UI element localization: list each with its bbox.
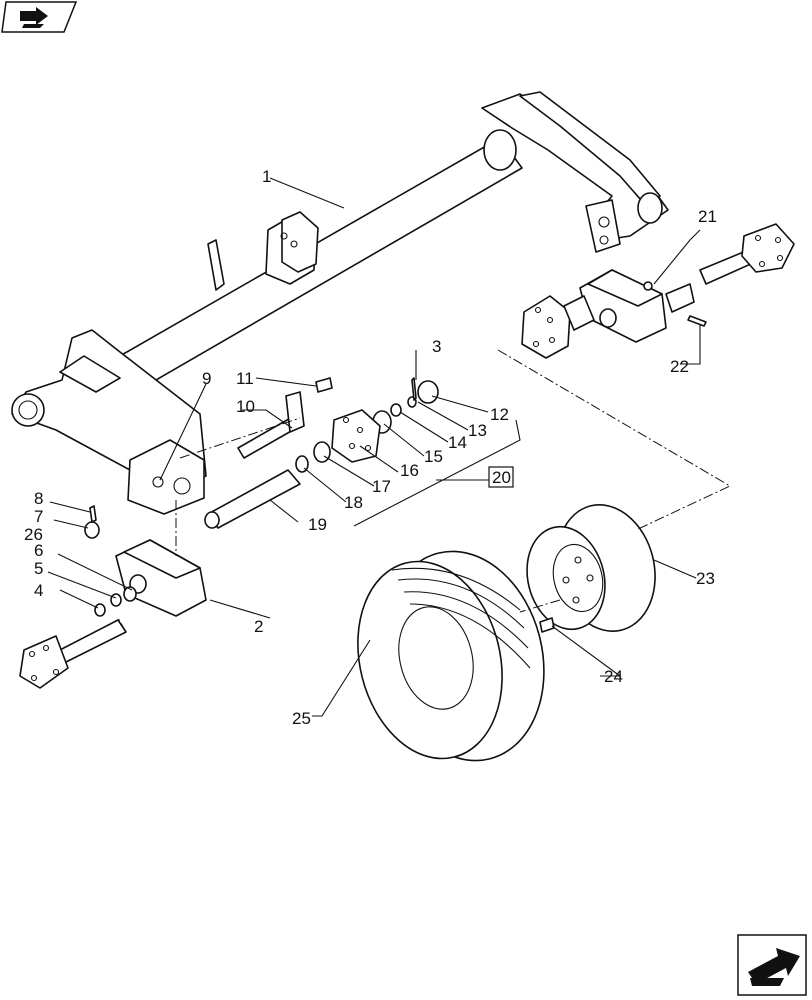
leader-lines [47, 177, 701, 717]
callout-15: 15 [424, 447, 443, 466]
callout-9: 9 [202, 369, 211, 388]
callout-13: 13 [468, 421, 487, 440]
next-page-arrow-icon[interactable] [737, 934, 807, 996]
callout-7: 7 [34, 507, 43, 526]
stub-axle-part-19 [204, 469, 301, 529]
callout-20: 20 [492, 468, 511, 487]
wheel-rim-part-23 [526, 504, 656, 632]
callout-3: 3 [432, 337, 441, 356]
callout-18: 18 [344, 493, 363, 512]
callout-20-box [488, 466, 514, 488]
callout-12: 12 [490, 405, 509, 424]
callout-11: 11 [236, 369, 254, 388]
axle-beam [11, 91, 669, 515]
callout-6: 6 [34, 541, 43, 560]
bolt-part-11 [315, 377, 333, 393]
alignment-lines [117, 349, 732, 633]
callout-24: 24 [604, 667, 623, 686]
book-arrow-icon[interactable] [1, 1, 78, 33]
right-hub-assembly [521, 223, 795, 359]
callout-4: 4 [34, 581, 43, 600]
callout-5: 5 [34, 559, 43, 578]
callout-21: 21 [698, 207, 717, 226]
hub-assembly [295, 377, 439, 473]
callout-2: 2 [254, 617, 263, 636]
callout-25: 25 [292, 709, 311, 728]
callout-1: 1 [262, 167, 271, 186]
valve-part-24 [539, 617, 555, 633]
callout-10: 10 [236, 397, 255, 416]
callout-17: 17 [372, 477, 391, 496]
callout-19: 19 [308, 515, 327, 534]
callout-23: 23 [696, 569, 715, 588]
callout-22: 22 [670, 357, 689, 376]
left-hub-assembly [19, 505, 207, 689]
callout-8: 8 [34, 489, 43, 508]
callout-14: 14 [448, 433, 467, 452]
callout-16: 16 [400, 461, 419, 480]
pin-part-10 [237, 391, 305, 459]
tire-part-25 [357, 550, 545, 762]
callout-26: 26 [24, 525, 43, 544]
